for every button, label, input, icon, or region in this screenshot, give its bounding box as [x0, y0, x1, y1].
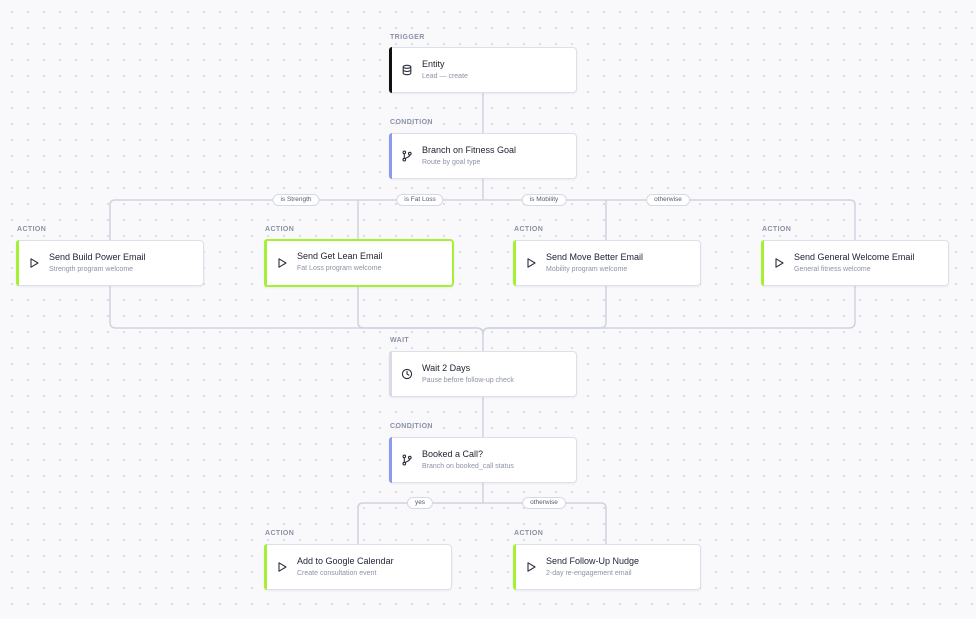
node-subtitle: Fat Loss program welcome: [297, 265, 382, 272]
edge-lean-merge: [357, 286, 484, 335]
node-subtitle: Lead — create: [422, 73, 468, 80]
play-icon: [773, 257, 785, 269]
wait-2-days-node[interactable]: Wait 2 Days Pause before follow-up check: [389, 351, 577, 397]
condition-fitness-goal-node[interactable]: Branch on Fitness Goal Route by goal typ…: [389, 133, 577, 179]
node-subtitle: Pause before follow-up check: [422, 377, 514, 384]
action-add-google-calendar-node[interactable]: Add to Google Calendar Create consultati…: [264, 544, 452, 590]
node-accent: [389, 437, 392, 483]
node-title: Wait 2 Days: [422, 363, 471, 373]
node-accent: [761, 240, 764, 286]
edge-general-merge: [482, 286, 856, 335]
action-get-lean-email-node[interactable]: Send Get Lean Email Fat Loss program wel…: [264, 239, 454, 287]
node-title: Send Get Lean Email: [297, 251, 383, 261]
section-label-trigger: TRIGGER: [390, 34, 425, 41]
branch-pill-otherwise-call[interactable]: otherwise: [522, 497, 566, 509]
edge-power-merge: [109, 286, 484, 335]
node-subtitle: Route by goal type: [422, 159, 481, 166]
section-label-action: ACTION: [762, 226, 792, 233]
section-label-wait: WAIT: [390, 337, 410, 344]
node-subtitle: Branch on booked_call status: [422, 463, 514, 470]
node-title: Send General Welcome Email: [794, 252, 915, 262]
edge-branch-bus-call: [357, 502, 607, 513]
node-title: Send Build Power Email: [49, 252, 146, 262]
node-subtitle: General fitness welcome: [794, 266, 871, 273]
action-move-better-email-node[interactable]: Send Move Better Email Mobility program …: [513, 240, 701, 286]
node-accent: [513, 240, 516, 286]
action-general-welcome-email-node[interactable]: Send General Welcome Email General fitne…: [761, 240, 949, 286]
branch-pill-yes[interactable]: yes: [406, 497, 434, 509]
node-accent: [264, 544, 267, 590]
section-label-condition: CONDITION: [390, 423, 433, 430]
play-icon: [276, 257, 288, 269]
node-accent: [513, 544, 516, 590]
section-label-action: ACTION: [514, 530, 544, 537]
trigger-entity-node[interactable]: Entity Lead — create: [389, 47, 577, 93]
branch-pill-mobility[interactable]: is Mobility: [521, 194, 567, 206]
node-accent: [16, 240, 19, 286]
branch-icon: [401, 150, 413, 162]
section-label-action: ACTION: [265, 530, 295, 537]
section-label-action: ACTION: [17, 226, 47, 233]
node-title: Send Follow-Up Nudge: [546, 556, 640, 566]
section-label-action: ACTION: [514, 226, 544, 233]
node-accent: [389, 47, 392, 93]
database-icon: [401, 64, 413, 76]
node-accent: [389, 133, 392, 179]
node-accent: [264, 239, 267, 287]
play-icon: [525, 257, 537, 269]
node-title: Send Move Better Email: [546, 252, 644, 262]
branch-icon: [401, 454, 413, 466]
play-icon: [276, 561, 288, 573]
section-label-condition: CONDITION: [390, 119, 433, 126]
clock-icon: [401, 368, 413, 380]
node-accent: [389, 351, 392, 397]
node-subtitle: 2-day re-engagement email: [546, 570, 632, 577]
branch-pill-strength[interactable]: is Strength: [272, 194, 320, 206]
section-label-action: ACTION: [265, 226, 295, 233]
action-build-power-email-node[interactable]: Send Build Power Email Strength program …: [16, 240, 204, 286]
node-title: Branch on Fitness Goal: [422, 145, 517, 155]
play-icon: [525, 561, 537, 573]
condition-booked-call-node[interactable]: Booked a Call? Branch on booked_call sta…: [389, 437, 577, 483]
node-subtitle: Mobility program welcome: [546, 266, 628, 273]
action-follow-up-nudge-node[interactable]: Send Follow-Up Nudge 2-day re-engagement…: [513, 544, 701, 590]
play-icon: [28, 257, 40, 269]
edge-move-merge: [482, 286, 607, 335]
branch-pill-otherwise-goal[interactable]: otherwise: [646, 194, 690, 206]
node-title: Entity: [422, 59, 445, 69]
edge-branch-bus-goal: [109, 199, 856, 209]
node-title: Booked a Call?: [422, 449, 484, 459]
node-title: Add to Google Calendar: [297, 556, 394, 566]
node-subtitle: Create consultation event: [297, 570, 377, 577]
node-subtitle: Strength program welcome: [49, 266, 134, 273]
branch-pill-fat-loss[interactable]: is Fat Loss: [396, 194, 444, 206]
